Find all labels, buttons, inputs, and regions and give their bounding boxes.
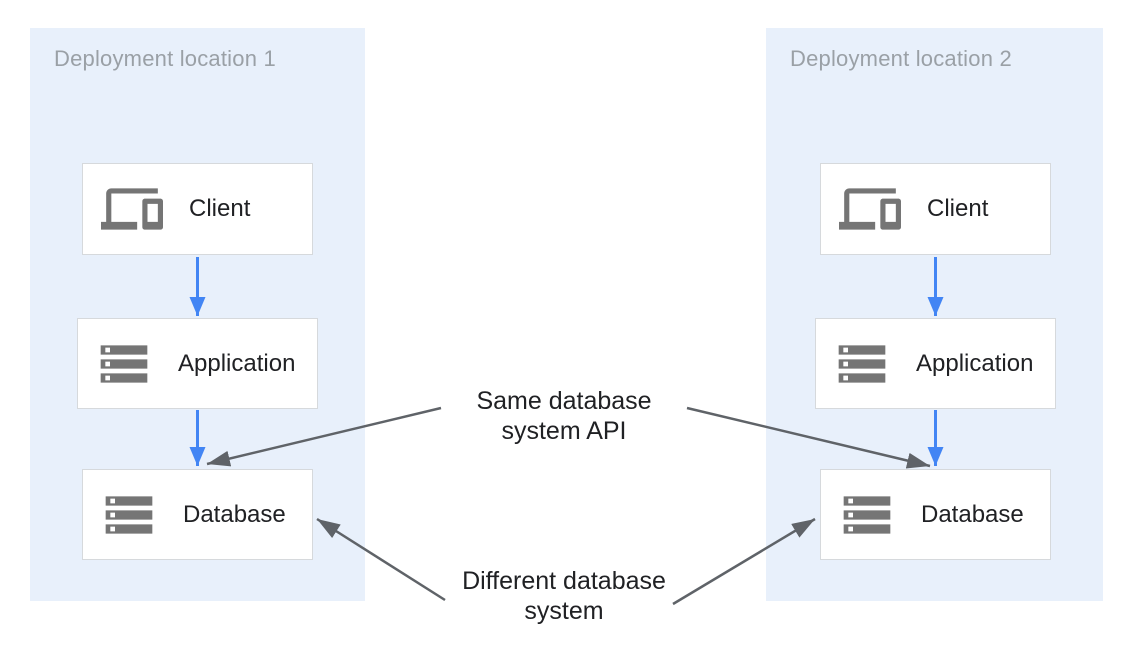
node-label: Application [916, 349, 1034, 377]
node-label: Client [927, 195, 989, 222]
annotation-same-database-system-api: Same database system API [476, 387, 652, 445]
panel-title: Deployment location 2 [790, 46, 1012, 71]
application-node-location-2: Application [815, 318, 1056, 409]
annotation-different-database-system: Different database system [462, 567, 666, 625]
node-label: Client [189, 195, 251, 222]
client-node-location-2: Client [820, 163, 1051, 255]
storage-icon [843, 495, 891, 534]
storage-icon [838, 344, 886, 383]
node-label: Database [183, 500, 286, 528]
database-node-location-2: Database [820, 469, 1051, 560]
panel-title: Deployment location 1 [54, 46, 276, 71]
devices-icon [101, 188, 163, 230]
node-label: Database [921, 500, 1024, 528]
devices-icon [839, 188, 901, 230]
storage-icon [100, 344, 148, 383]
node-label: Application [178, 349, 296, 377]
client-node-location-1: Client [82, 163, 313, 255]
storage-icon [105, 495, 153, 534]
application-node-location-1: Application [77, 318, 318, 409]
database-node-location-1: Database [82, 469, 313, 560]
